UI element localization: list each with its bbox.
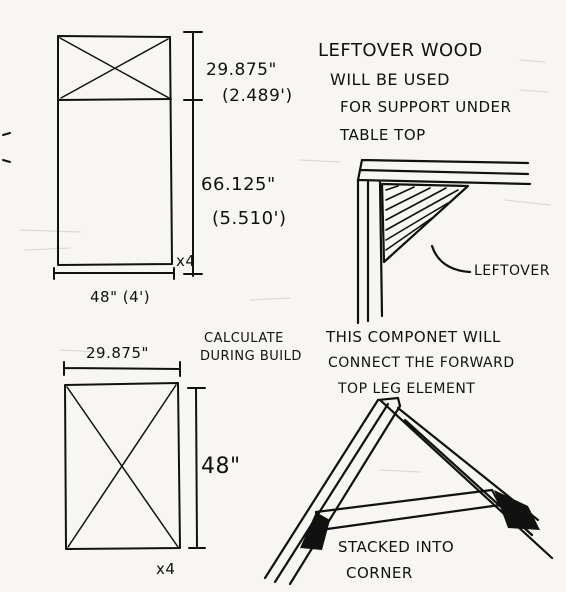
background-ghost-marks bbox=[19, 59, 551, 473]
leftover-arrow bbox=[430, 244, 472, 274]
top-panel-upper-inches: 29.875" bbox=[206, 60, 277, 80]
top-panel-quantity: x4 bbox=[176, 252, 196, 270]
top-panel-lower-inches: 66.125" bbox=[201, 174, 276, 195]
bottom-panel-cross bbox=[66, 384, 179, 548]
page-edge-mark bbox=[2, 132, 11, 163]
leftover-bracket-drawing bbox=[356, 158, 532, 325]
leftover-callout-label: LEFTOVER bbox=[474, 263, 550, 279]
cross-beam bbox=[314, 488, 502, 532]
note-component-line2: CONNECT THE FORWARD bbox=[328, 355, 515, 371]
corner-connector-drawing bbox=[263, 396, 554, 586]
top-panel-lower-feet: (5.510') bbox=[212, 208, 287, 229]
left-rafter bbox=[263, 398, 402, 586]
note-leftover-line3: FOR SUPPORT UNDER bbox=[340, 98, 512, 116]
top-panel-dimension-line bbox=[183, 31, 203, 277]
note-leftover-line2: WILL BE USED bbox=[330, 70, 450, 89]
table-top-boards bbox=[356, 158, 532, 186]
bottom-panel-outline bbox=[64, 382, 181, 550]
note-during-build: DURING BUILD bbox=[200, 349, 302, 364]
top-panel-divider bbox=[57, 98, 172, 101]
note-leftover-line4: TABLE TOP bbox=[340, 126, 426, 144]
top-panel-outline bbox=[57, 35, 173, 266]
rafter-peak bbox=[376, 396, 402, 408]
bracket-hatching bbox=[385, 185, 459, 259]
bottom-panel-height-label: 48" bbox=[201, 454, 241, 479]
note-corner: CORNER bbox=[346, 564, 413, 582]
note-calculate: CALCULATE bbox=[204, 331, 284, 346]
note-component-line1: THIS COMPONET WILL bbox=[326, 328, 501, 346]
top-panel-upper-feet: (2.489') bbox=[222, 86, 293, 106]
top-panel-cross bbox=[59, 37, 170, 99]
stacked-corner-blocks bbox=[300, 490, 540, 550]
top-panel-width-line bbox=[53, 267, 175, 280]
leg-boards bbox=[356, 178, 384, 325]
bottom-panel-width-line bbox=[63, 361, 181, 377]
bottom-panel-width-label: 29.875" bbox=[86, 344, 149, 362]
right-rafter bbox=[378, 398, 554, 560]
note-stacked-into: STACKED INTO bbox=[338, 538, 455, 556]
bottom-panel-height-line bbox=[187, 387, 206, 549]
top-panel-width-label: 48" (4') bbox=[90, 288, 151, 306]
bracket-triangle bbox=[380, 182, 470, 264]
bottom-panel-quantity: x4 bbox=[156, 560, 176, 578]
bottom-panel-drawing bbox=[63, 361, 206, 550]
note-component-line3: TOP LEG ELEMENT bbox=[338, 381, 476, 397]
top-panel-drawing bbox=[53, 31, 203, 280]
note-leftover-title: LEFTOVER WOOD bbox=[318, 40, 483, 61]
